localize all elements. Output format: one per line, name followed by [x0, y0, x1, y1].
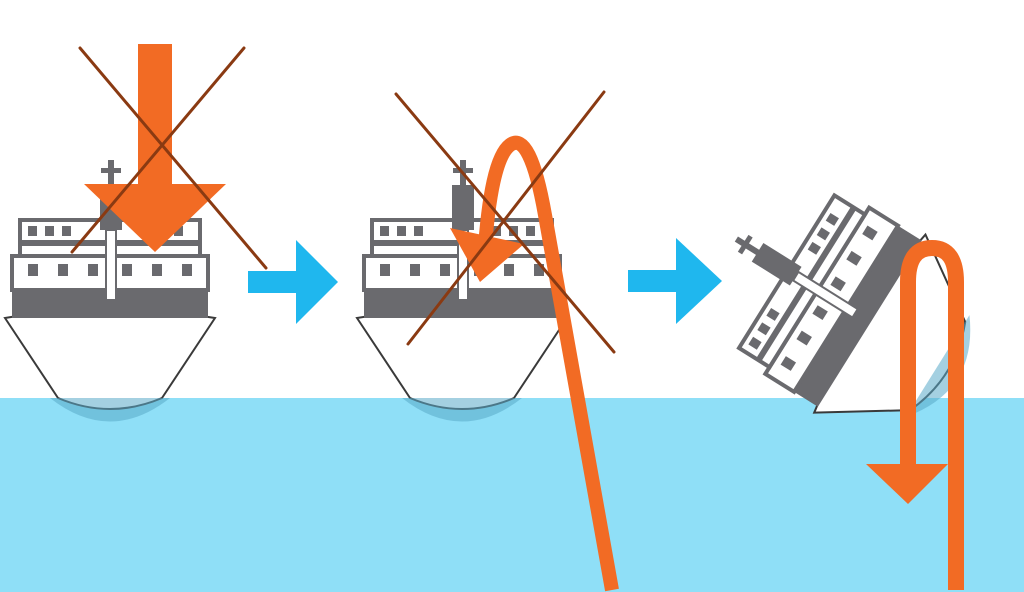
force-arrow-loop-deep: [866, 240, 964, 590]
step-arrow-right: [248, 240, 338, 324]
panel-3: [678, 148, 1016, 590]
cross-out-mark: [394, 90, 616, 354]
water-surface: [0, 398, 1024, 592]
cross-out-mark: [70, 46, 268, 270]
panel-2: [355, 90, 619, 592]
step-arrow-right: [628, 238, 722, 324]
panel-1: [3, 44, 268, 424]
